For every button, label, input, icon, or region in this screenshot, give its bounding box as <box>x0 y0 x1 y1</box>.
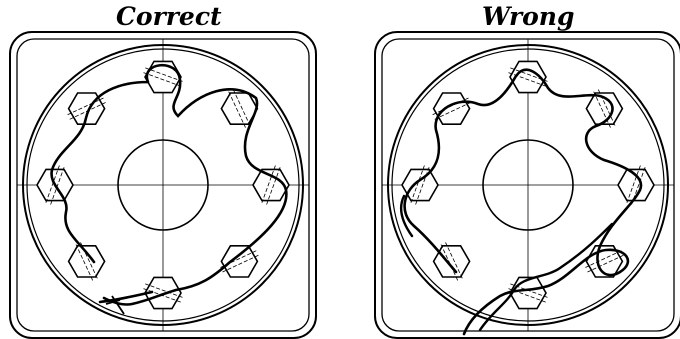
wrong-bolt-1 <box>508 60 548 94</box>
wrong-bolt-7 <box>401 165 439 205</box>
wrong-bolt-6 <box>432 242 471 281</box>
wrong-bolt-head <box>617 168 655 202</box>
wrong-bolt-2 <box>585 89 624 128</box>
wrong-lockwire-strand <box>400 194 614 332</box>
wrong-bolt-head <box>432 92 471 125</box>
correct-drill-hole <box>67 97 104 116</box>
correct-drill-hole <box>45 165 60 203</box>
wrong-bolt-head <box>509 60 547 94</box>
wrong-drill-hole <box>593 91 611 128</box>
correct-lockwire <box>50 63 288 306</box>
wrong-drill-hole <box>410 165 425 203</box>
wrong-bolt-head <box>509 276 547 310</box>
correct-bolt-4 <box>220 245 259 278</box>
wrong-bolt-5 <box>508 276 548 310</box>
wrong-bolt-head <box>585 92 624 125</box>
correct-bolt-3 <box>252 165 290 205</box>
wrong-drill-hole <box>445 242 463 279</box>
wrong-bolt-3 <box>617 165 655 205</box>
correct-drill-hole <box>222 254 259 273</box>
correct-drill-hole <box>261 165 276 203</box>
correct-bolt-head <box>220 245 259 278</box>
correct-drill-hole <box>232 89 251 126</box>
wrong-outer-frame <box>374 31 680 339</box>
wrong-bolt-8 <box>432 92 471 125</box>
wrong-lockwire <box>403 68 643 336</box>
correct-drill-hole <box>75 244 94 281</box>
wrong-drill-hole <box>587 254 624 273</box>
wrong-bolt-head <box>401 168 439 202</box>
correct-bolt-6 <box>67 242 106 281</box>
correct-drill-hole <box>266 167 281 205</box>
correct-flange <box>9 31 317 339</box>
correct-panel-title: Correct <box>116 2 222 31</box>
correct-bolt-head <box>144 60 182 94</box>
correct-drill-hole <box>143 72 181 87</box>
wrong-bolt-head <box>432 245 471 278</box>
correct-bolt-1 <box>143 60 183 94</box>
correct-drill-hole <box>50 167 65 205</box>
correct-drill-hole <box>228 91 246 128</box>
correct-bolt-head <box>252 168 290 202</box>
wrong-drill-hole <box>508 72 546 87</box>
correct-outer-frame <box>9 31 317 339</box>
correct-bolt-head <box>67 245 106 278</box>
wrong-flange <box>374 31 680 339</box>
correct-drill-hole <box>145 283 183 298</box>
wrong-drill-hole <box>626 165 641 203</box>
correct-wire-twist-end <box>105 295 125 315</box>
correct-drill-hole <box>145 67 183 82</box>
wrong-panel-title: Wrong <box>482 2 575 31</box>
wrong-drill-hole <box>585 250 622 268</box>
wrong-drill-hole <box>434 102 471 120</box>
